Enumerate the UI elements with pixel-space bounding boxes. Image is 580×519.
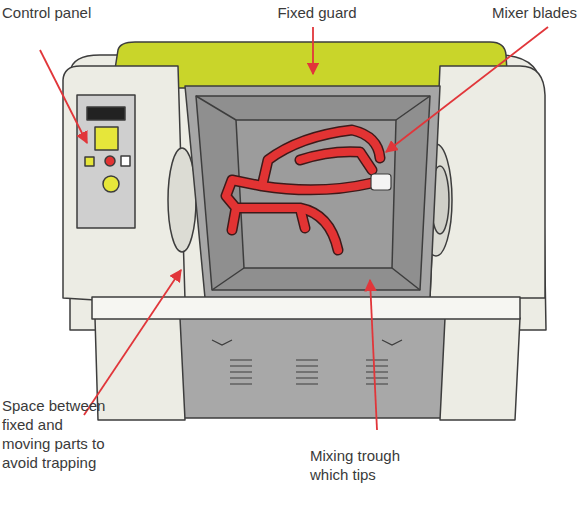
leader-line	[312, 27, 314, 74]
button	[85, 157, 94, 166]
callout-label: Fixed guard	[252, 3, 382, 22]
right-body	[430, 66, 545, 298]
leader-line	[370, 280, 377, 430]
lower-cabinet	[172, 318, 465, 418]
leader-line	[84, 270, 181, 415]
leg	[95, 318, 185, 420]
trough-interior	[196, 96, 430, 290]
leader-lines	[40, 27, 548, 430]
stop-button	[105, 156, 115, 166]
control-panel	[77, 95, 135, 228]
callout-label: Mixer blades	[470, 3, 577, 22]
button	[121, 156, 130, 166]
callout-label: Control panel	[2, 3, 142, 22]
leg	[440, 318, 520, 420]
mixing-trough	[185, 86, 440, 298]
leader-line	[386, 27, 548, 152]
callout-label: Mixing trough which tips	[310, 446, 440, 484]
leader-line	[40, 50, 87, 143]
blade-hub	[371, 174, 391, 190]
mixer-blades	[226, 130, 380, 250]
button	[95, 127, 118, 150]
callout-label: Space between fixed and moving parts to …	[2, 396, 106, 472]
trough-edge	[196, 96, 430, 290]
knob	[103, 176, 119, 192]
display	[87, 107, 125, 120]
left-body	[63, 66, 185, 300]
